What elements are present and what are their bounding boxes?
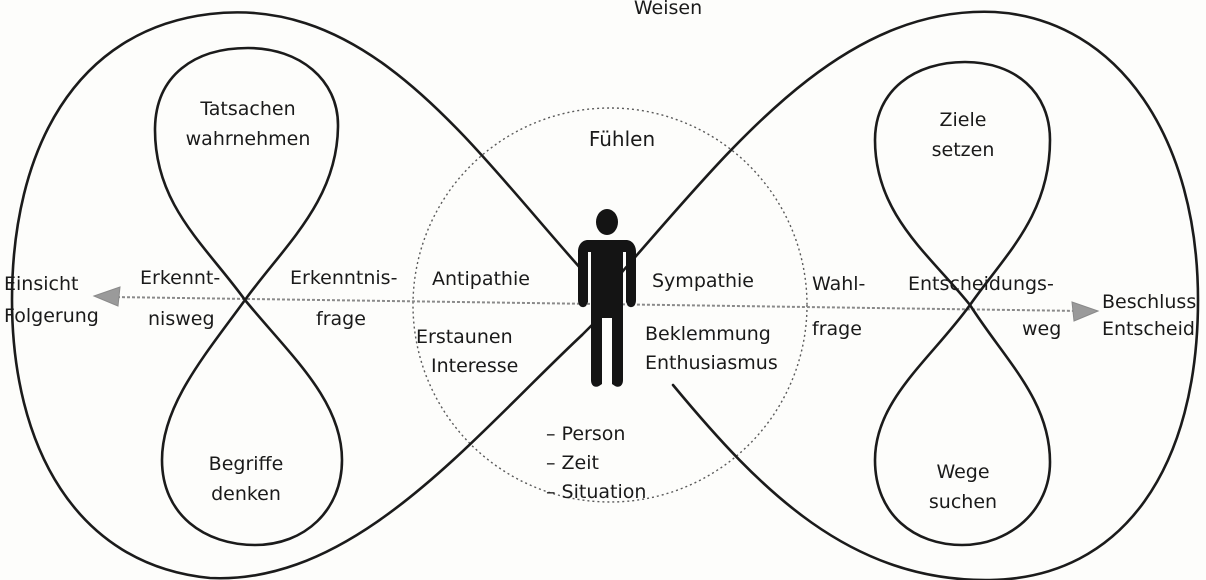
- left-bottom-loop-line1: Begriffe: [209, 453, 284, 475]
- center-sympathie: Sympathie: [652, 270, 754, 292]
- right-top-loop-line2: setzen: [932, 139, 995, 161]
- left-outer-lobe: [10, 11, 584, 580]
- center-beklemmung: Beklemmung: [645, 323, 771, 345]
- left-arrowhead: [92, 286, 121, 307]
- right-endpoint-line1: Beschluss: [1102, 291, 1196, 313]
- right-figure-eight: [873, 60, 1052, 547]
- right-axis-inner-line2: frage: [812, 318, 862, 340]
- center-list-person: – Person: [546, 423, 625, 445]
- left-endpoint-line2: Folgerung: [4, 305, 99, 327]
- left-endpoint-line1: Einsicht: [4, 273, 78, 295]
- center-interesse: Interesse: [431, 355, 518, 377]
- right-axis-outer-line1: Entscheidungs-: [908, 273, 1054, 295]
- top-label: Weisen: [634, 0, 702, 19]
- center-erstaunen: Erstaunen: [416, 326, 513, 348]
- center-enthusiasmus: Enthusiasmus: [645, 352, 778, 374]
- center-antipathie: Antipathie: [432, 268, 530, 290]
- right-arrowhead: [1071, 301, 1100, 322]
- right-top-loop-line1: Ziele: [940, 109, 987, 131]
- left-top-loop-line1: Tatsachen: [199, 98, 295, 120]
- right-bottom-loop-line1: Wege: [936, 461, 989, 483]
- center-list-zeit: – Zeit: [546, 452, 599, 474]
- left-figure-eight: [153, 46, 344, 547]
- left-axis-outer-line1: Erkennt-: [140, 267, 220, 289]
- center-list-situation: – Situation: [546, 481, 646, 503]
- right-axis-outer-line2: weg: [1022, 318, 1061, 340]
- right-axis-inner-line1: Wahl-: [812, 273, 865, 295]
- left-bottom-loop-line2: denken: [211, 483, 281, 505]
- center-circle: [412, 107, 808, 503]
- right-outer-lobe: [620, 10, 1200, 580]
- right-endpoint-line2: Entscheid: [1102, 318, 1195, 340]
- left-axis-outer-line2: nisweg: [148, 308, 215, 330]
- center-heading: Fühlen: [589, 127, 655, 151]
- left-axis-inner-line1: Erkenntnis-: [290, 267, 397, 289]
- left-axis-inner-line2: frage: [316, 308, 366, 330]
- right-bottom-loop-line2: suchen: [929, 491, 997, 513]
- left-top-loop-line2: wahrnehmen: [186, 128, 311, 150]
- person-icon: [578, 209, 636, 387]
